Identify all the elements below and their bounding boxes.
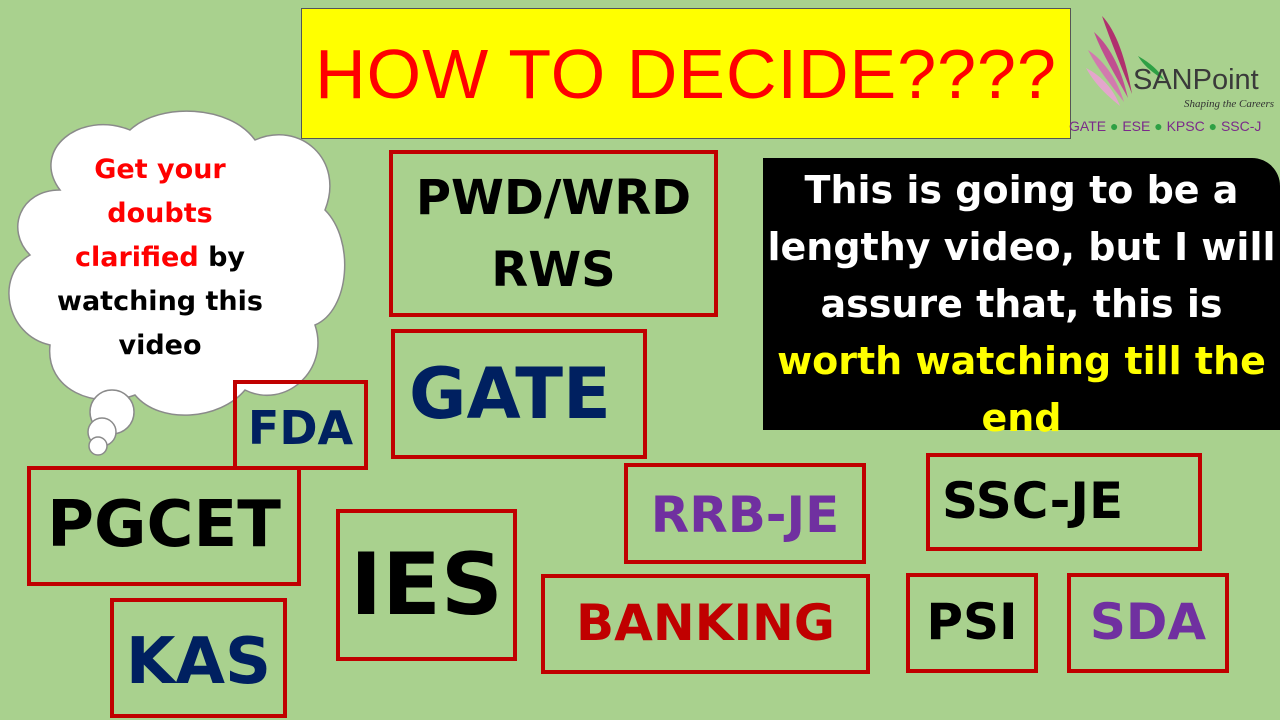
cloud-message: Get your doubts clarified by watching th… xyxy=(40,148,280,368)
note-line: This is going to be a xyxy=(804,168,1239,212)
logo-exam-item: KPSC xyxy=(1166,118,1205,134)
cloud-line: Get your xyxy=(94,154,226,185)
exam-label: PWD/WRD xyxy=(415,169,692,226)
note-line-highlight: worth watching till the xyxy=(777,339,1266,383)
thought-cloud xyxy=(8,110,346,456)
exam-box-ies: IES xyxy=(336,509,517,661)
logo-tagline: Shaping the Careers xyxy=(1184,98,1275,110)
logo-exam-list: GATE ● ESE ● KPSC ● SSC-J xyxy=(1069,118,1261,134)
exam-box-psi: PSI xyxy=(906,573,1038,673)
cloud-line: clarified by xyxy=(40,236,280,280)
exam-box-banking: BANKING xyxy=(541,574,870,674)
exam-box-rrb-je: RRB-JE xyxy=(624,463,866,564)
cloud-line: watching this xyxy=(57,286,263,317)
cloud-line: video xyxy=(118,330,202,361)
dot-icon: ● xyxy=(1154,118,1163,134)
note-line: lengthy video, but I will xyxy=(767,225,1276,269)
logo-exam-item: SSC-J xyxy=(1220,118,1262,134)
exam-box-sda: SDA xyxy=(1067,573,1229,673)
exam-box-ssc-je: SSC-JE xyxy=(926,453,1202,551)
cloud-highlight: clarified xyxy=(74,242,199,273)
page-title: HOW TO DECIDE???? xyxy=(301,8,1071,139)
logo-exam-item: GATE xyxy=(1069,118,1107,134)
dot-icon: ● xyxy=(1208,118,1218,134)
exam-label: RWS xyxy=(491,241,616,298)
exam-box-fda: FDA xyxy=(233,380,368,470)
note-line-highlight: end xyxy=(981,396,1062,440)
exam-box-kas: KAS xyxy=(110,598,287,718)
logo-exam-item: ESE xyxy=(1122,118,1151,134)
cloud-line: doubts xyxy=(107,198,213,229)
exam-box-gate: GATE xyxy=(391,329,647,459)
note-box: This is going to be a lengthy video, but… xyxy=(763,158,1280,440)
exam-box-pgcet: PGCET xyxy=(27,466,301,586)
exam-box-pwd-wrd-rws: PWD/WRD RWS xyxy=(389,150,718,317)
cloud-text-plain: by xyxy=(198,242,246,273)
dot-icon: ● xyxy=(1109,118,1119,134)
logo-name: SANPoint xyxy=(1133,64,1259,96)
note-line: assure that, this is xyxy=(820,282,1223,326)
wing-icon xyxy=(1086,16,1164,106)
sanpoint-logo xyxy=(1086,16,1164,106)
